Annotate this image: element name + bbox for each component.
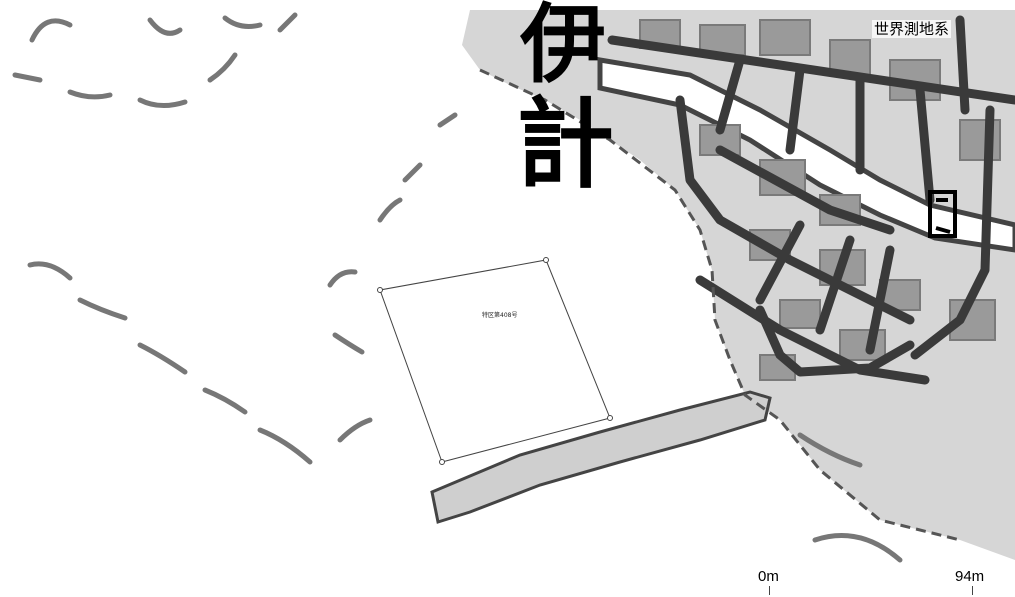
scale-start-label: 0m (758, 568, 779, 585)
pier (430, 390, 772, 524)
landmark-symbol (928, 190, 957, 238)
scale-tick-start (769, 586, 770, 595)
river-channel (597, 57, 1015, 253)
place-name-char-1: 伊 (520, 0, 606, 95)
scale-end-label: 94m (955, 568, 985, 585)
zone-boundary[interactable] (379, 259, 611, 463)
zone-label: 特区第408号 (482, 312, 518, 319)
coastline (479, 68, 961, 542)
place-name-char-2: 計 (516, 88, 615, 202)
roads (607, 15, 1015, 385)
shoals (12, 12, 903, 563)
zone-vertices (377, 257, 613, 465)
land-area (462, 10, 1015, 560)
datum-label: 世界測地系 (872, 20, 952, 38)
scale-tick-end (972, 586, 973, 595)
